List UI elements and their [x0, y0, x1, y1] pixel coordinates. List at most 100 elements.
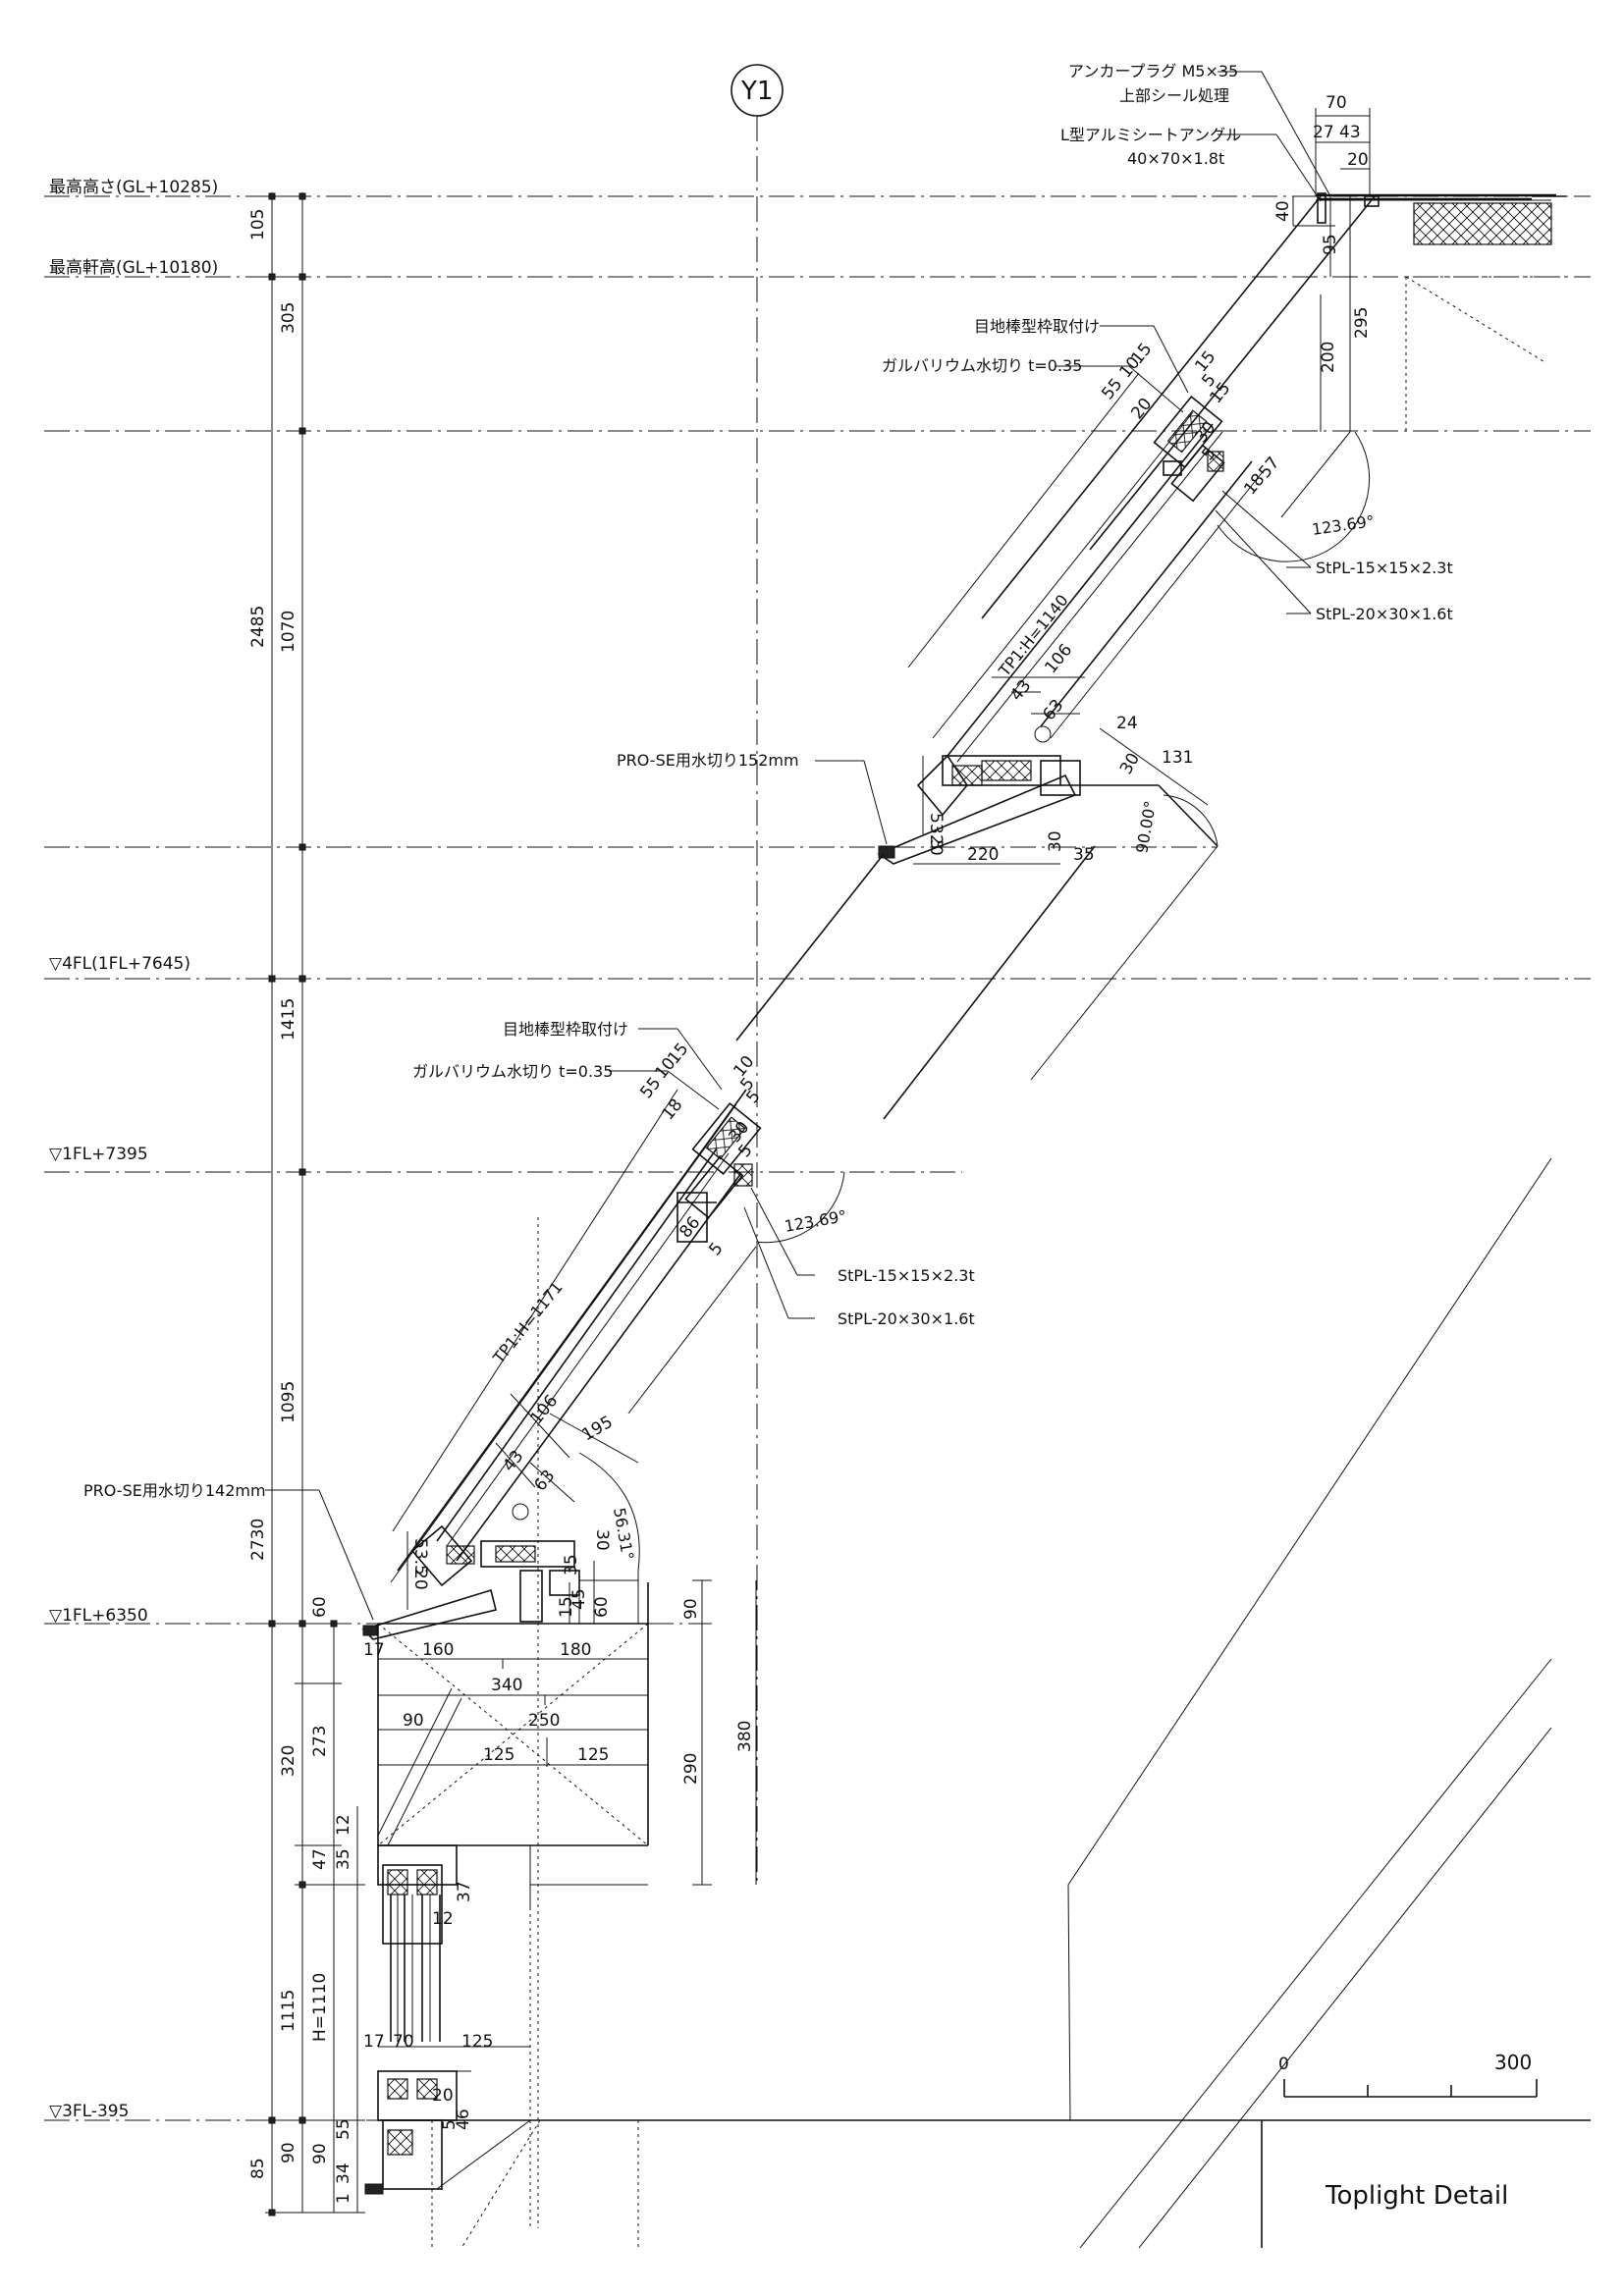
dim-left-h1110: H=1110	[310, 1973, 330, 2042]
lower-frame-dims	[378, 1579, 757, 2072]
dim-us-131: 131	[1162, 748, 1193, 768]
note-galvalume-lower: ガルバリウム水切り t=0.35	[412, 1062, 613, 1081]
dim-b-17b: 17	[363, 2032, 385, 2052]
dim-left-1115: 1115	[279, 1990, 298, 2032]
dim-left-1415: 1415	[279, 998, 298, 1041]
dim-uj-55: 55	[1098, 375, 1126, 403]
dim-b-46: 46	[454, 2109, 473, 2130]
dim-us-220: 220	[967, 845, 999, 865]
dim-left-1: 1	[334, 2193, 353, 2204]
grid-axis-y1	[731, 64, 784, 1885]
note-joint-frame-lower: 目地棒型枠取付け	[503, 1020, 628, 1039]
window-frame	[364, 1217, 539, 2228]
dim-top-95: 95	[1321, 234, 1340, 255]
note-stpl-15-lower: StPL-15×15×2.3t	[838, 1266, 975, 1285]
dim-left-1070: 1070	[279, 611, 298, 653]
dim-left-2730: 2730	[248, 1519, 268, 1561]
dim-b-70: 70	[393, 2032, 414, 2052]
dim-top-43: 43	[1339, 123, 1361, 142]
dim-b-90v: 90	[681, 1598, 701, 1620]
dim-ls-35: 35	[562, 1554, 581, 1575]
level-label-max-height: 最高高さ(GL+10285)	[49, 178, 218, 197]
dim-lj-18: 18	[658, 1095, 686, 1124]
dim-ls-106: 106	[526, 1391, 562, 1428]
roof-edge	[1316, 192, 1566, 431]
drawing-title: Toplight Detail	[1325, 2181, 1508, 2211]
dim-top-200: 200	[1319, 342, 1338, 373]
note-galvalume-upper: ガルバリウム水切り t=0.35	[882, 356, 1082, 375]
dim-b-180: 180	[560, 1640, 591, 1660]
top-dimensions	[1292, 108, 1371, 432]
dim-left-35: 35	[334, 1848, 353, 1870]
scale-bar-start: 0	[1278, 2055, 1289, 2074]
dim-us-30b: 30	[1046, 830, 1065, 852]
floor-and-wall	[378, 1157, 1591, 2249]
dim-left-47: 47	[310, 1848, 330, 1870]
dim-frame-12: 12	[432, 1909, 454, 1929]
dim-lj-86: 86	[676, 1213, 704, 1242]
dim-ls-53: 53.5	[410, 1538, 430, 1575]
dim-left-85: 85	[248, 2158, 268, 2179]
note-anchor-plug: アンカープラグ M5×35	[1068, 62, 1238, 80]
dim-top-20: 20	[1347, 150, 1369, 170]
dim-b-17: 17	[363, 1640, 385, 1660]
level-label-max-eave: 最高軒高(GL+10180)	[49, 258, 218, 278]
dim-ls-45: 45	[569, 1588, 589, 1610]
note-stpl-15-upper: StPL-15×15×2.3t	[1316, 559, 1453, 577]
dim-b-125a: 125	[483, 1745, 514, 1765]
dim-left-60: 60	[310, 1596, 330, 1618]
angle-upper: 123.69°	[1311, 511, 1376, 539]
dim-us-53: 53.5	[926, 813, 946, 850]
dim-us-20: 20	[926, 834, 946, 856]
dim-left-273: 273	[310, 1726, 330, 1757]
dim-b-380: 380	[735, 1721, 755, 1752]
upper-sill-dims	[913, 676, 1209, 865]
dim-top-70: 70	[1326, 93, 1347, 113]
dim-ls-15: 15	[557, 1596, 576, 1618]
dim-us-35: 35	[1073, 845, 1095, 865]
lower-glazing	[361, 1089, 845, 1846]
dim-b-340: 340	[491, 1676, 522, 1695]
upper-glazing	[735, 195, 1376, 1120]
level-lines	[44, 195, 1591, 2121]
dim-ls-60: 60	[592, 1596, 612, 1618]
dim-ls-30: 30	[592, 1529, 612, 1551]
dim-ls-20: 20	[410, 1569, 430, 1590]
dim-us-63: 63	[1039, 696, 1067, 724]
dim-b-160: 160	[422, 1640, 454, 1660]
note-prose-152: PRO-SE用水切り152mm	[617, 751, 799, 770]
dim-left-305: 305	[279, 302, 298, 334]
note-joint-frame-upper: 目地棒型枠取付け	[974, 317, 1100, 336]
top-leaders	[1218, 71, 1331, 202]
dim-us-30: 30	[1116, 750, 1144, 778]
dim-left-1095: 1095	[279, 1381, 298, 1423]
dim-ls-63: 63	[530, 1467, 559, 1495]
dim-uj-20: 20	[1127, 395, 1156, 423]
dim-lj-5c: 5	[734, 1141, 756, 1161]
dim-b-90: 90	[403, 1711, 424, 1731]
level-label-1fl-7395: ▽1FL+7395	[49, 1145, 148, 1164]
note-prose-142: PRO-SE用水切り142mm	[83, 1481, 266, 1500]
scale-bar-end: 300	[1494, 2051, 1532, 2074]
dim-left-34: 34	[334, 2163, 353, 2184]
note-top-seal: 上部シール処理	[1119, 86, 1229, 105]
dim-top-40: 40	[1273, 200, 1293, 222]
dim-left-105: 105	[248, 209, 268, 240]
dim-left-90b: 90	[310, 2143, 330, 2164]
note-l-angle-size: 40×70×1.8t	[1127, 149, 1224, 168]
dim-b-125c: 125	[461, 2032, 493, 2052]
upper-leaders	[815, 325, 1312, 845]
note-stpl-20-lower: StPL-20×30×1.6t	[838, 1309, 975, 1328]
left-dimension-lines	[265, 192, 365, 2216]
dim-us-106: 106	[1041, 640, 1076, 677]
dim-left-2485: 2485	[248, 606, 268, 648]
level-label-1fl-6350: ▽1FL+6350	[49, 1606, 148, 1626]
angle-right: 90.00°	[1132, 799, 1160, 854]
dim-left-90: 90	[279, 2142, 298, 2163]
roof-insulation	[1413, 202, 1552, 245]
grid-axis-label: Y1	[740, 77, 773, 106]
level-label-3fl: ▽3FL-395	[49, 2102, 129, 2121]
scale-bar	[1283, 2079, 1538, 2098]
dim-b-290: 290	[681, 1753, 701, 1785]
dim-left-12: 12	[334, 1814, 353, 1836]
